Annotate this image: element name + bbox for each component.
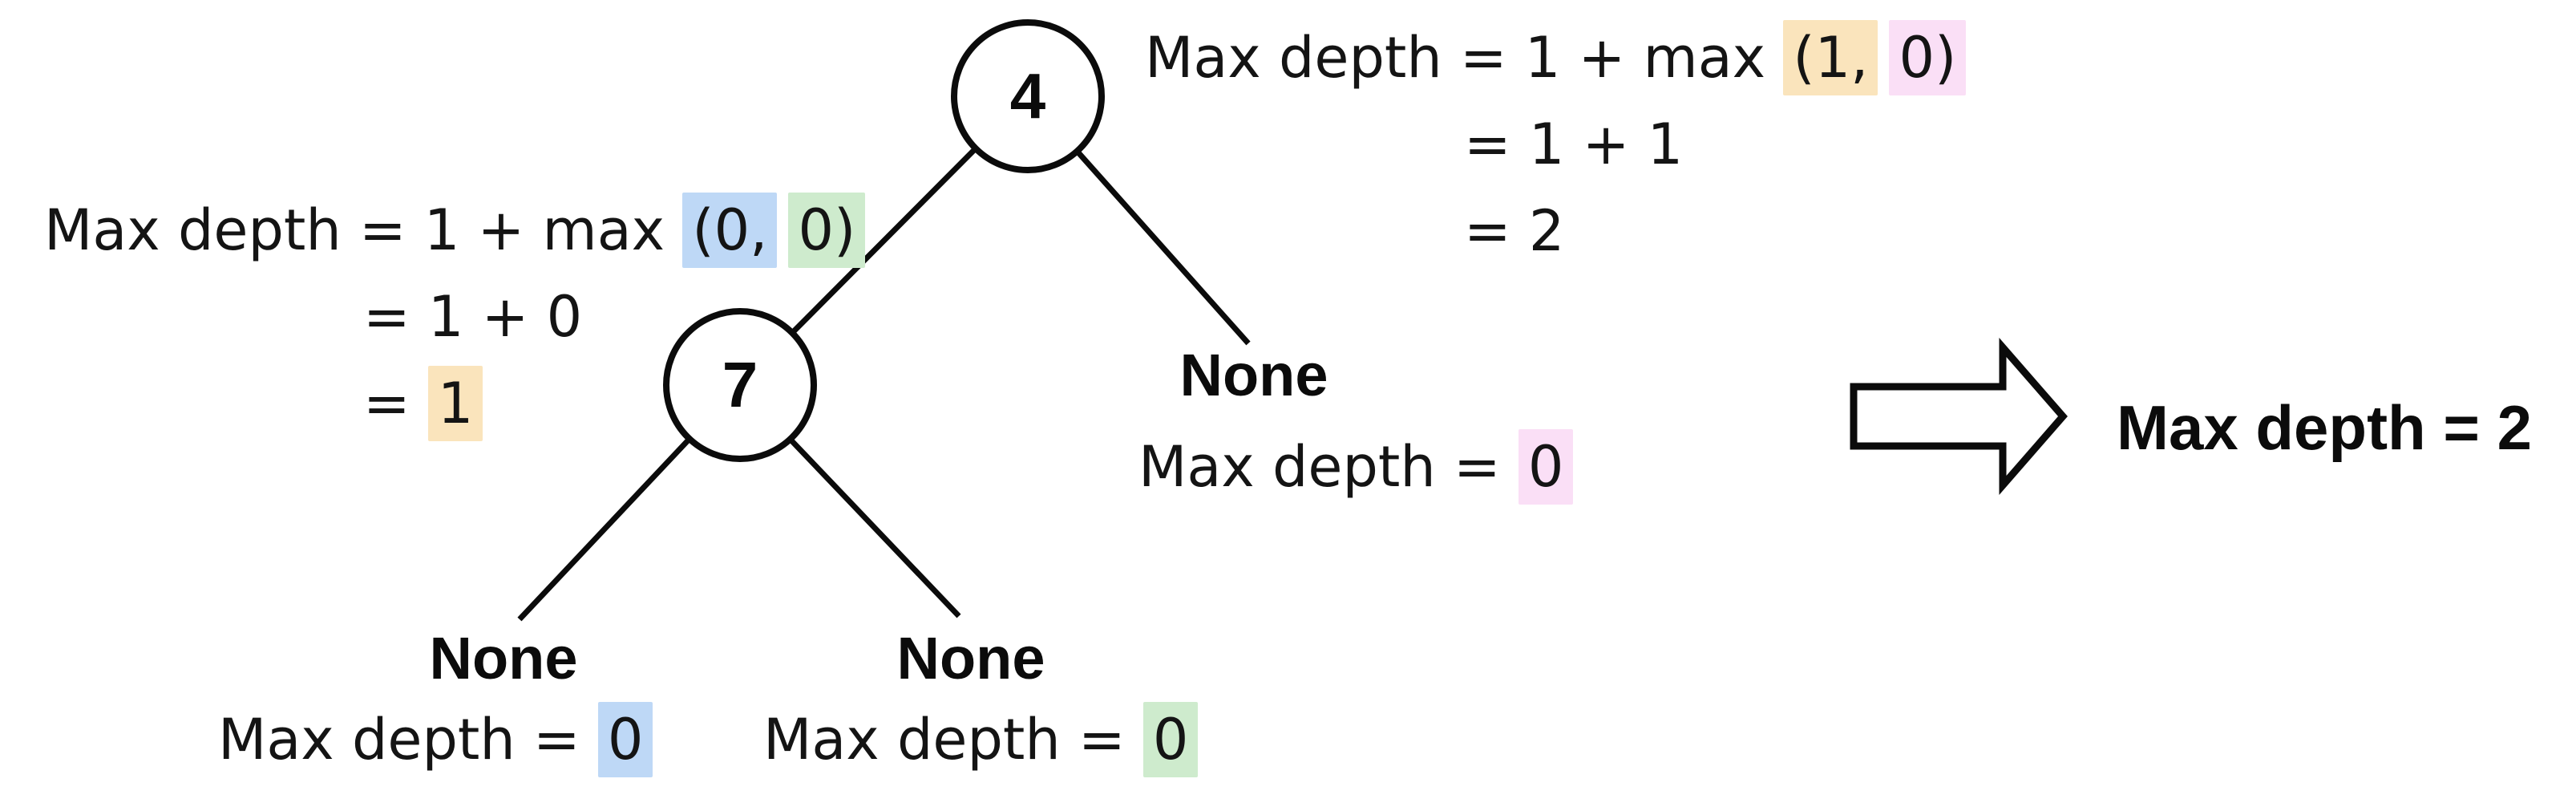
left-node-calc-line2: = 1 + 0 <box>363 284 583 350</box>
root-right-leaf-calc-value-highlight: 0 <box>1518 429 1574 505</box>
left-node-calc-arg-right-highlight: 0) <box>788 193 866 268</box>
root-calc-line1: Max depth = 1 + max (1,0) <box>1145 14 1967 101</box>
left-node-calc-result-highlight: 1 <box>427 366 483 441</box>
left-node-calc-arg-left-highlight: (0, <box>682 193 778 268</box>
left-node-right-leaf-calc: Max depth = 0 <box>763 696 1199 783</box>
root-node-circle <box>951 19 1105 173</box>
root-calc-arg-left-highlight: (1, <box>1783 20 1878 95</box>
right-block-arrow-icon <box>1850 337 2068 496</box>
edge-root-to-right-leaf <box>1074 148 1251 346</box>
root-calc-line3: = 2 <box>1464 198 1565 264</box>
root-calc-line1-prefix: Max depth = 1 + max <box>1145 25 1784 91</box>
edge-left-child-to-left-leaf <box>517 436 692 622</box>
left-node-left-leaf-calc-value-highlight: 0 <box>597 702 653 777</box>
root-calc-line2: = 1 + 1 <box>1464 112 1684 177</box>
left-node-circle <box>663 308 817 462</box>
final-result-text: Max depth = 2 <box>2117 392 2532 463</box>
root-right-leaf-label: None <box>1179 342 1328 408</box>
left-node-right-leaf-label: None <box>896 625 1045 692</box>
root-right-leaf-calc: Max depth = 0 <box>1138 424 1574 510</box>
left-node-left-leaf-calc: Max depth = 0 <box>218 696 653 783</box>
edge-left-child-to-right-leaf <box>788 437 961 619</box>
left-node-left-leaf-calc-prefix: Max depth = <box>218 707 598 773</box>
left-node-left-leaf-label: None <box>429 625 578 692</box>
left-node-right-leaf-calc-prefix: Max depth = <box>763 707 1143 773</box>
left-node-calc-line3-prefix: = <box>363 371 428 436</box>
left-node-calc-annotation: Max depth = 1 + max (0,0) = 1 + 0 = 1 <box>44 187 866 447</box>
root-node-value: 4 <box>1009 60 1046 132</box>
left-node-value: 7 <box>722 349 758 420</box>
left-node-right-leaf-calc-value-highlight: 0 <box>1142 702 1199 777</box>
left-node-calc-line1: Max depth = 1 + max (0,0) <box>44 187 866 274</box>
root-calc-annotation: Max depth = 1 + max (1,0) = 1 + 1 = 2 <box>1145 14 1967 274</box>
left-node-calc-line3: = 1 <box>363 360 865 447</box>
edge-root-to-left-child <box>790 146 978 335</box>
left-node-calc-line1-prefix: Max depth = 1 + max <box>44 197 683 263</box>
root-calc-arg-right-highlight: 0) <box>1889 20 1967 95</box>
root-right-leaf-calc-prefix: Max depth = <box>1138 434 1519 500</box>
